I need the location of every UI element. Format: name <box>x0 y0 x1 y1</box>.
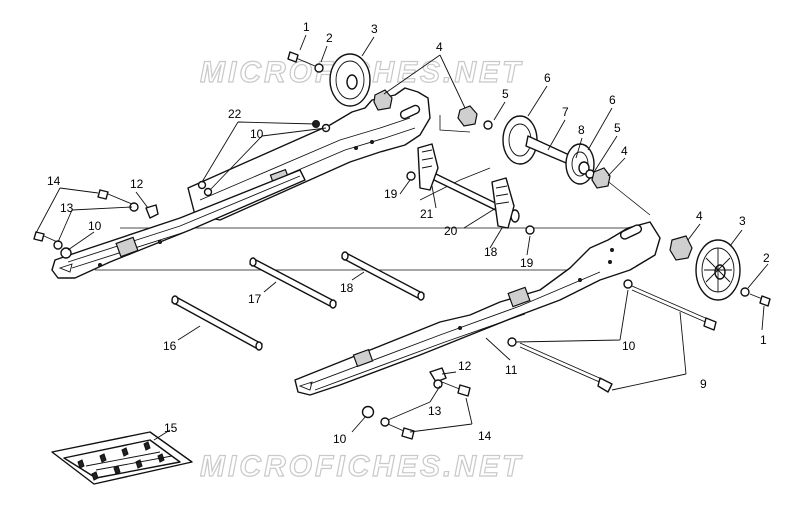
bracket-right-20 <box>491 177 515 229</box>
washer-19-left <box>406 171 416 181</box>
rear-axle-7 <box>502 115 595 185</box>
callout-2-top: 2 <box>326 31 333 45</box>
watermark-bottom: MICROFICHES.NET <box>200 450 523 483</box>
callout-1-right: 1 <box>760 333 767 347</box>
scraper-plate-15 <box>51 431 193 485</box>
leader-lines <box>35 34 769 441</box>
cross-shaft-16 <box>171 295 263 351</box>
callout-12-left: 12 <box>130 177 144 191</box>
bracket-left-20 <box>417 143 439 191</box>
callout-15: 15 <box>164 421 178 435</box>
washer-5-top <box>483 120 493 130</box>
plate-12-bottom <box>429 367 447 383</box>
callout-19-left: 19 <box>384 187 398 201</box>
callout-18: 18 <box>340 281 354 295</box>
washer-10-bottom <box>361 405 375 419</box>
spacer-4-mid <box>591 167 611 189</box>
callout-10-left: 10 <box>88 219 102 233</box>
callout-7: 7 <box>562 105 569 119</box>
cross-shaft-17 <box>249 257 337 309</box>
bolt-1-top <box>287 51 316 67</box>
callout-17: 17 <box>248 292 262 306</box>
callout-21: 21 <box>420 207 434 221</box>
callout-9: 9 <box>700 377 707 391</box>
callout-13-left: 13 <box>60 201 74 215</box>
spacer-4-top-left <box>373 89 393 111</box>
bolt-14-left-upper <box>97 189 133 205</box>
callout-11: 11 <box>505 363 518 377</box>
rail-far <box>187 87 431 221</box>
cross-shaft-18 <box>341 251 425 301</box>
callout-14-bottom: 14 <box>478 429 492 443</box>
callout-10-right: 10 <box>622 339 636 353</box>
spacer-4-top-right <box>457 105 478 127</box>
callout-4-mid: 4 <box>621 144 628 158</box>
bolt-14-bottom-lower <box>387 423 415 440</box>
callout-16: 16 <box>163 339 177 353</box>
bolt-1-right <box>749 293 771 307</box>
washer-13-bottom-upper <box>433 379 443 389</box>
callout-5-top: 5 <box>502 87 509 101</box>
long-bolt-9-top <box>631 285 717 331</box>
callout-5-right: 5 <box>614 121 621 135</box>
idler-wheel-3-right <box>695 239 741 301</box>
rail-left <box>51 169 306 279</box>
long-bolt-9-bottom <box>519 342 613 393</box>
nut-22-a <box>197 180 207 190</box>
callout-14-left: 14 <box>47 174 61 188</box>
rail-near <box>294 221 661 396</box>
callout-labels: 1 2 3 4 5 6 7 6 8 5 4 22 10 14 12 13 10 … <box>47 20 770 446</box>
callout-3-top: 3 <box>371 22 378 36</box>
bolt-14-left-lower <box>33 231 63 245</box>
callout-8: 8 <box>578 123 585 137</box>
callout-20: 20 <box>444 224 458 238</box>
washer-10-right-top <box>623 279 633 289</box>
callout-3-right: 3 <box>739 214 746 228</box>
callout-6-top: 6 <box>544 71 551 85</box>
washer-10-left-top <box>203 187 213 197</box>
callout-22: 22 <box>228 107 242 121</box>
callout-10-upper-left: 10 <box>250 127 264 141</box>
callout-13-bottom: 13 <box>428 404 442 418</box>
callout-19-right: 19 <box>520 256 534 270</box>
washer-19-right <box>525 225 535 235</box>
callout-12-bottom: 12 <box>458 359 472 373</box>
washer-2-right <box>740 287 750 297</box>
washer-13-bottom-lower <box>380 417 390 427</box>
callout-10-bottom: 10 <box>333 432 347 446</box>
callout-1-top: 1 <box>303 20 310 34</box>
washer-10-right-bottom <box>507 337 517 347</box>
washer-10-left <box>60 247 72 259</box>
callout-18-center: 18 <box>484 245 498 259</box>
plate-12-left <box>145 204 159 219</box>
callout-2-right: 2 <box>763 251 770 265</box>
spacer-4-right <box>669 235 693 261</box>
callout-4-right: 4 <box>696 209 703 223</box>
callout-6-right: 6 <box>609 93 616 107</box>
washer-13-left-lower <box>53 240 63 250</box>
washer-2-top <box>314 63 324 73</box>
callout-4-top: 4 <box>436 40 443 54</box>
bolt-14-bottom-upper <box>441 381 471 397</box>
idler-wheel-3-top <box>329 53 371 107</box>
